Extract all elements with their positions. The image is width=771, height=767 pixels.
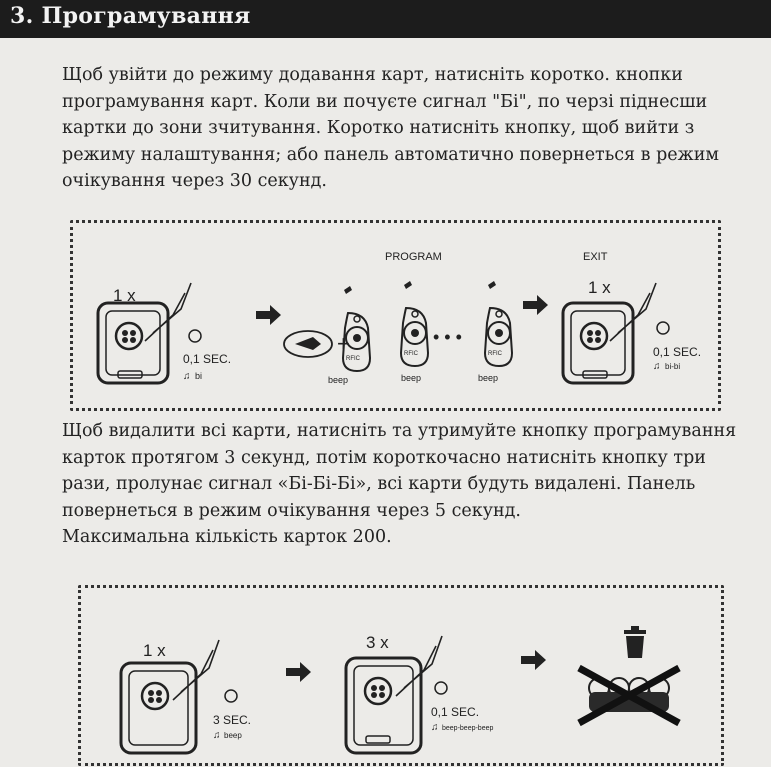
sound-note-icon: ♫	[183, 371, 191, 382]
add-cards-illustration: 1 x 0,1 SEC. bi ♫ PROGRAM + RFIC beep R	[96, 251, 701, 385]
exit-label: EXIT	[583, 251, 608, 263]
triple-sound: beep-beep-beep	[442, 725, 493, 732]
section-title: 3. Програмування	[10, 3, 251, 29]
sound-note-icon: ♫	[213, 730, 221, 741]
sound-note-icon: ♫	[431, 722, 439, 733]
delete-cards-diagram: 1 x 3 SEC. ♫ beep 3 x 0,1 SEC. ♫ beep-be…	[78, 585, 724, 766]
clock-icon	[434, 681, 448, 695]
deleted-cards-icon	[577, 664, 681, 727]
program-label: PROGRAM	[385, 251, 442, 263]
card-sound: beep	[478, 373, 498, 383]
press-time: 0,1 SEC.	[183, 352, 231, 366]
exit-press-count: 1 x	[588, 278, 611, 297]
hold-sound: beep	[224, 731, 242, 740]
press-count: 1 x	[143, 641, 166, 660]
reader-device-icon	[344, 656, 423, 755]
exit-sound: bi-bi	[665, 362, 680, 371]
text-line: Максимальна кількість карток 200.	[62, 527, 392, 547]
text-line: Щоб увійти до режиму додавання карт, нат…	[62, 65, 683, 85]
text-line: очікування через 30 секунд.	[62, 171, 327, 191]
arrow-right-icon	[521, 650, 546, 670]
sound-note-icon: ♫	[653, 361, 661, 372]
exit-time: 0,1 SEC.	[653, 345, 701, 359]
trash-icon	[624, 626, 646, 658]
reader-device-icon	[96, 301, 170, 385]
ellipsis: • • •	[433, 327, 462, 347]
text-line: повернеться в режим очікування через 5 с…	[62, 500, 521, 521]
finger-press-icon	[609, 282, 657, 342]
reader-device-icon	[561, 301, 635, 385]
svg-text:RFIC: RFIC	[488, 351, 503, 357]
svg-text:RFIC: RFIC	[404, 351, 419, 357]
press-count: 1 x	[113, 286, 136, 305]
text-line: картки до зони зчитування. Коротко натис…	[62, 118, 695, 138]
hold-time: 3 SEC.	[213, 713, 251, 727]
press-sound: bi	[195, 371, 202, 381]
card-sound: beep	[401, 373, 421, 383]
card-sound: beep	[328, 375, 348, 385]
rfid-card-icon: RFIC	[341, 286, 372, 373]
hand-icon	[283, 330, 333, 358]
clock-icon	[656, 321, 670, 335]
text-line: режиму налаштування; або панель автомати…	[62, 144, 720, 165]
text-line: карток протягом 3 секунд, потім короткоч…	[62, 447, 706, 468]
triple-time: 0,1 SEC.	[431, 705, 479, 719]
rfid-card-icon: RFIC	[483, 281, 514, 368]
reader-device-icon	[119, 661, 198, 755]
arrow-right-icon	[286, 662, 311, 682]
instructions-add-cards: Щоб увійти до режиму додавання карт, нат…	[62, 62, 742, 195]
add-cards-diagram: 1 x 0,1 SEC. bi ♫ PROGRAM + RFIC beep R	[70, 220, 721, 411]
clock-icon	[224, 689, 238, 703]
finger-press-icon	[144, 282, 192, 342]
text-line: рази, пролунає сигнал «Бі-Бі-Бі», всі ка…	[62, 474, 696, 494]
text-line: програмування карт. Коли ви почуєте сигн…	[62, 91, 708, 112]
clock-icon	[188, 329, 202, 343]
finger-press-icon	[395, 635, 443, 697]
instructions-delete-cards: Щоб видалити всі карти, натисніть та утр…	[62, 418, 752, 551]
triple-press-count: 3 x	[366, 633, 389, 652]
arrow-right-icon	[256, 305, 281, 325]
text-line: Щоб видалити всі карти, натисніть та утр…	[62, 421, 737, 441]
finger-press-icon	[172, 639, 220, 701]
svg-text:RFIC: RFIC	[346, 356, 361, 362]
section-header: 3. Програмування	[0, 0, 771, 38]
rfid-card-icon: RFIC	[399, 281, 430, 368]
arrow-right-icon	[523, 295, 548, 315]
delete-cards-illustration: 1 x 3 SEC. ♫ beep 3 x 0,1 SEC. ♫ beep-be…	[119, 626, 681, 755]
